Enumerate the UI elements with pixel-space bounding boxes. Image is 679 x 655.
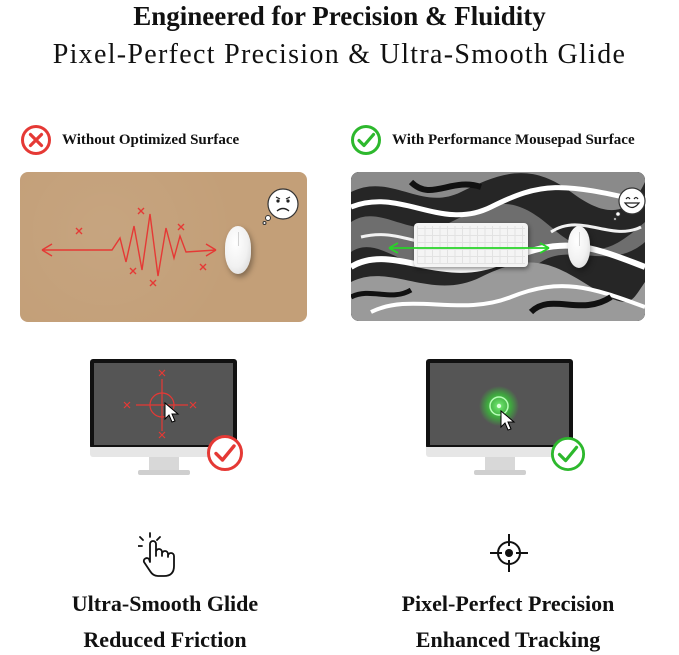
green-check-badge-icon	[550, 436, 586, 472]
sad-face-icon	[262, 188, 299, 225]
smooth-motion-arrow	[388, 242, 550, 254]
monitor-erratic-tracking	[90, 359, 237, 477]
without-surface-heading: Without Optimized Surface	[20, 124, 239, 156]
page-title: Engineered for Precision & Fluidity	[133, 1, 546, 31]
happy-face-icon	[613, 187, 646, 221]
jagged-motion-graphic	[41, 207, 217, 287]
page-subtitle: Pixel-Perfect Precision & Ultra-Smooth G…	[52, 39, 627, 70]
red-check-badge-icon	[207, 435, 243, 471]
feature-precision-title: Pixel-Perfect Precision	[401, 591, 615, 616]
unoptimized-mousepad-illustration	[20, 172, 307, 322]
keyboard	[414, 223, 528, 267]
mouse-right	[568, 226, 590, 268]
check-circle-icon	[351, 125, 381, 155]
feature-precision-subtitle: Enhanced Tracking	[415, 627, 601, 652]
precise-target-graphic	[479, 386, 519, 431]
mouse-left	[225, 226, 251, 274]
monitor-precise-tracking	[426, 359, 573, 477]
cross-circle-icon	[21, 125, 51, 155]
with-surface-heading: With Performance Mousepad Surface	[350, 124, 635, 156]
feature-glide-subtitle: Reduced Friction	[83, 627, 247, 652]
erratic-target-graphic	[123, 369, 197, 439]
tap-hand-icon	[138, 532, 175, 577]
with-surface-label: With Performance Mousepad Surface	[392, 131, 635, 148]
without-surface-label: Without Optimized Surface	[62, 131, 240, 148]
crosshair-icon	[490, 534, 528, 572]
feature-glide-title: Ultra-Smooth Glide	[71, 591, 259, 616]
